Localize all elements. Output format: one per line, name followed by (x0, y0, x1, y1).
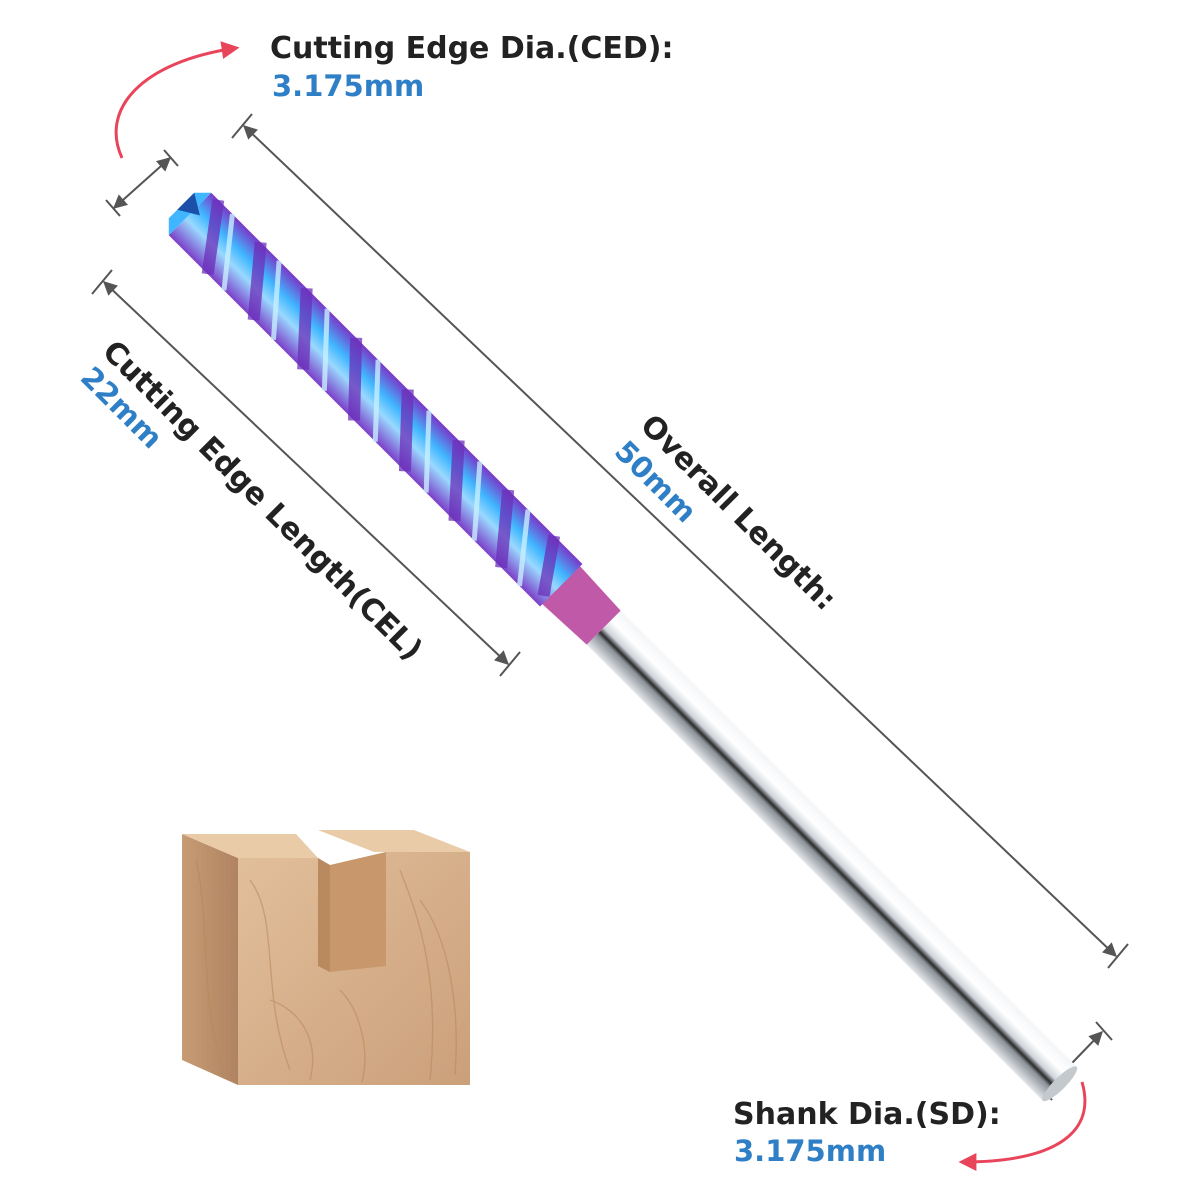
ced-value: 3.175mm (272, 69, 425, 103)
shank (586, 610, 1078, 1102)
overall-length-dimension-line (242, 125, 1118, 957)
curved-arrow-icon (958, 1081, 1087, 1171)
end-mill-bit (168, 192, 1078, 1102)
sd-value: 3.175mm (734, 1134, 887, 1168)
ced-label-title: Cutting Edge Dia.(CED): (270, 31, 674, 66)
sd-label-title: Shank Dia.(SD): (733, 1097, 1001, 1132)
wood-block-slot-illustration (182, 830, 470, 1085)
ced-dimension-line (112, 157, 172, 209)
curved-arrow-icon (114, 41, 240, 159)
flute-section (168, 192, 583, 607)
